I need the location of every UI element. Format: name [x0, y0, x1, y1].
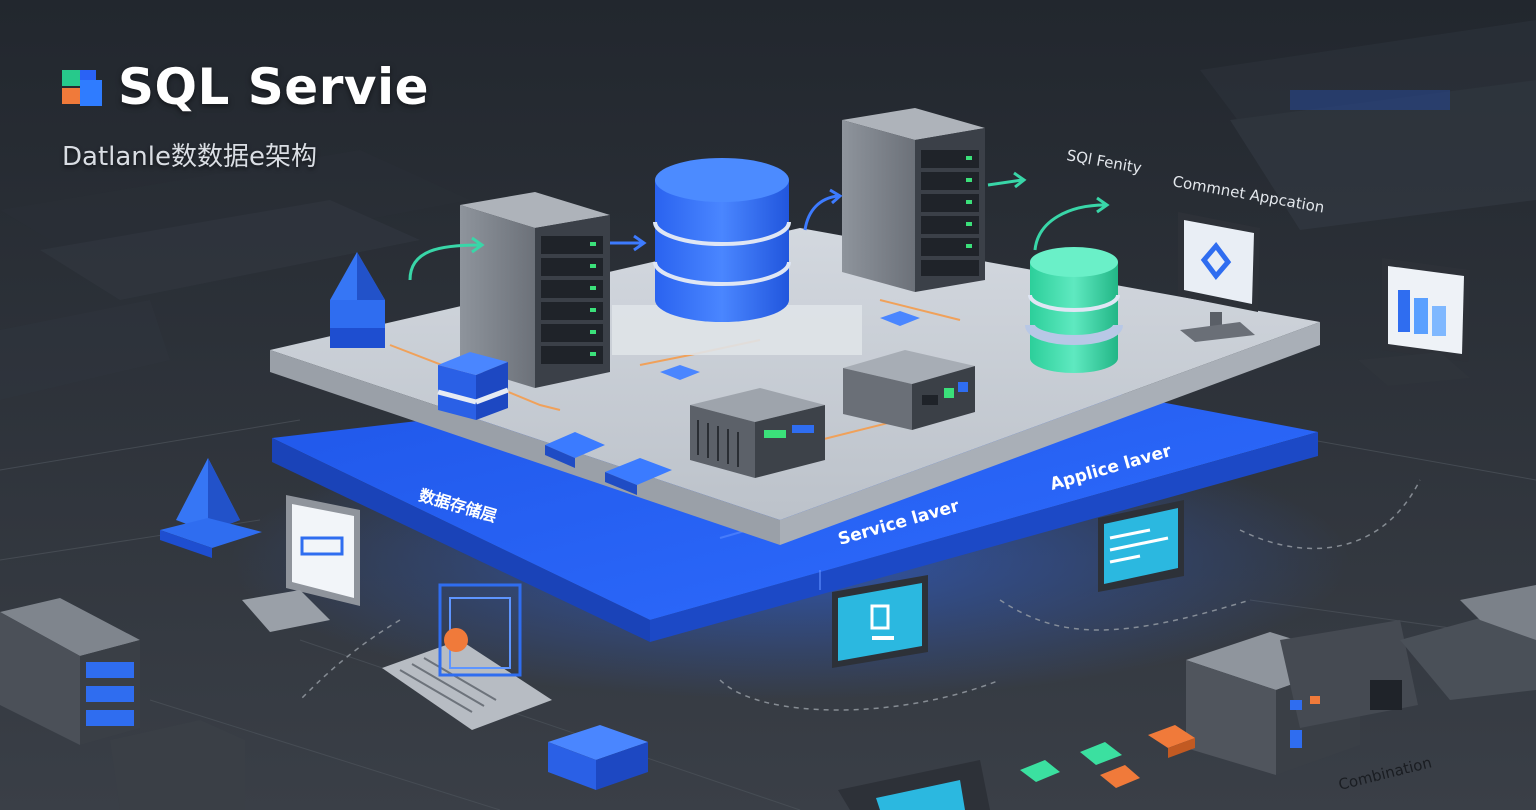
application-monitor — [1178, 212, 1260, 342]
control-panel-device — [382, 583, 552, 730]
analytics-monitor — [1358, 258, 1470, 386]
blue-pyramid-icon — [330, 252, 385, 348]
app-subtitle: Datlanle数数据e架构 — [62, 142, 317, 172]
blue-pyramid-front-icon — [160, 458, 262, 558]
teal-database-icon — [1025, 247, 1123, 373]
flow-arrows — [408, 171, 1110, 281]
app-layer-monitor — [1098, 500, 1184, 592]
storage-array-left — [0, 598, 140, 745]
floor-tiles — [1020, 725, 1195, 788]
bottom-right-devices — [1400, 585, 1536, 700]
brand-header: SQL Servie — [62, 58, 429, 116]
network-appliance-left — [690, 388, 825, 478]
blue-cube-icon — [548, 725, 648, 790]
network-appliance-right — [843, 350, 975, 430]
connector-paths — [299, 479, 1421, 711]
bottom-monitor — [838, 760, 990, 810]
service-monitor — [832, 575, 928, 668]
bottom-left-device — [110, 720, 245, 810]
terminal-monitor — [242, 495, 360, 632]
blue-block-icon — [437, 352, 509, 420]
server-rack-left — [460, 192, 610, 388]
app-title: SQL Servie — [118, 58, 430, 116]
background-racks — [0, 20, 1536, 400]
stacked-blocks-logo-icon — [62, 70, 102, 106]
blue-database-icon — [612, 158, 862, 355]
server-bottom-right — [1186, 620, 1418, 775]
blue-tiles — [545, 311, 920, 495]
server-rack-right — [842, 108, 985, 292]
